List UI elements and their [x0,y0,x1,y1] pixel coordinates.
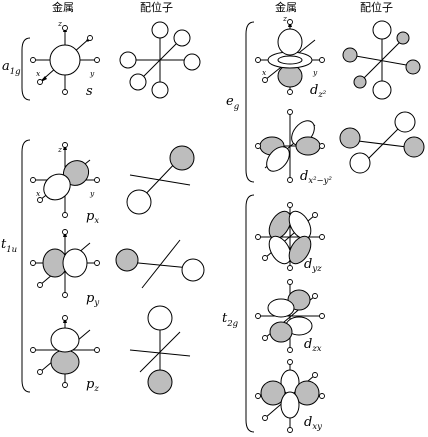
orbital-label-pz: pz [86,377,99,394]
metal-s-orbital: z y x s [30,19,100,99]
metal-pz-orbital: pz [30,315,100,394]
axis-label-x: x [36,69,41,78]
header-ligand-left: 配位子 [140,0,173,14]
orbital-label-dxy: dxy [304,415,322,432]
orbital-label-s: s [86,84,93,99]
axis-label-y-px: y [89,189,95,198]
ligand-px-orbitals [126,145,195,215]
orbital-label-px: px [86,209,99,226]
metal-dyz-orbital: dyz [255,202,325,274]
ligand-a1g-orbitals [119,21,201,99]
group-eg-label: eg [226,94,240,112]
group-a1g-label: a1g [2,59,21,77]
axis-label-z: z [57,19,62,28]
metal-py-orbital: py [30,229,100,308]
metal-px-orbital: z x y px [30,142,100,226]
bracket-t2g [245,194,255,433]
metal-dzx-orbital: dzx [255,279,325,354]
metal-dx2y2-orbital: dx²−y² [255,109,332,186]
orbital-label-py: py [86,291,99,308]
bracket-eg [245,21,255,183]
ligand-py-orbitals [115,239,205,289]
bracket-t1u [21,139,31,393]
group-t1u-label: t1u [1,237,17,255]
ligand-dz2-orbitals [342,20,421,100]
orbital-label-dzx: dzx [304,337,322,354]
axis-label-x-dz2: x [262,68,267,77]
orbital-label-dyz: dyz [304,257,322,274]
axis-label-x-px: x [36,189,41,198]
group-t1u: t1u [1,139,31,393]
orbital-label-dx2y2: dx²−y² [300,169,332,186]
metal-dxy-orbital: dxy [255,359,325,433]
ligand-dx2y2-orbitals [339,111,425,174]
bracket-a1g [21,37,31,101]
axis-label-z-px: z [57,145,62,154]
header-metal-right: 金属 [275,0,297,14]
group-eg: eg [226,21,255,183]
header-ligand-right: 配位子 [360,0,393,14]
metal-dz2-orbital: z x y dz² [255,14,327,100]
axis-label-y: y [89,69,95,78]
orbital-label-dz2: dz² [310,83,327,100]
axis-label-z-dz2: z [282,14,287,23]
group-t2g: t2g [222,194,255,433]
group-t2g-label: t2g [222,311,239,329]
ligand-pz-orbitals [129,305,191,395]
header-metal-left: 金属 [52,0,74,14]
axis-label-y-dz2: y [312,68,318,77]
group-a1g: a1g [2,37,31,101]
